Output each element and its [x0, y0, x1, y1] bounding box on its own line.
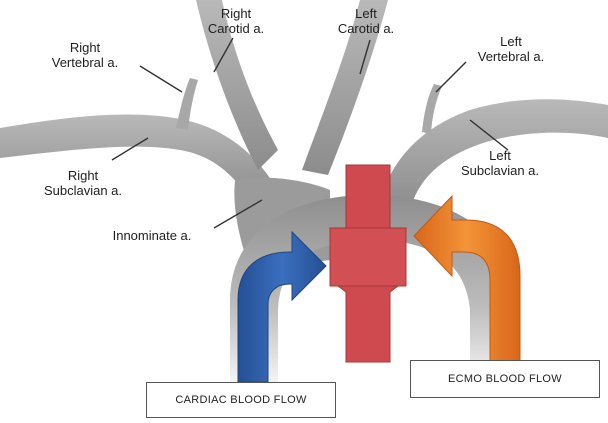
label-left-vertebral: Left Vertebral a.	[456, 34, 566, 64]
label-left-carotid: Left Carotid a.	[326, 6, 406, 36]
cardiac-blood-flow-box: CARDIAC BLOOD FLOW	[146, 382, 336, 418]
ecmo-blood-flow-box: ECMO BLOOD FLOW	[410, 360, 600, 398]
label-right-subclavian: Right Subclavian a.	[28, 168, 138, 198]
label-right-carotid: Right Carotid a.	[198, 6, 274, 36]
right-vertebral-artery	[176, 78, 198, 130]
label-innominate: Innominate a.	[84, 228, 220, 243]
label-left-subclavian: Left Subclavian a.	[440, 148, 560, 178]
leader-right-vertebral	[140, 66, 182, 92]
label-right-vertebral: Right Vertebral a.	[30, 40, 140, 70]
cannula-hub	[330, 228, 406, 286]
leader-left-vertebral	[436, 62, 466, 92]
